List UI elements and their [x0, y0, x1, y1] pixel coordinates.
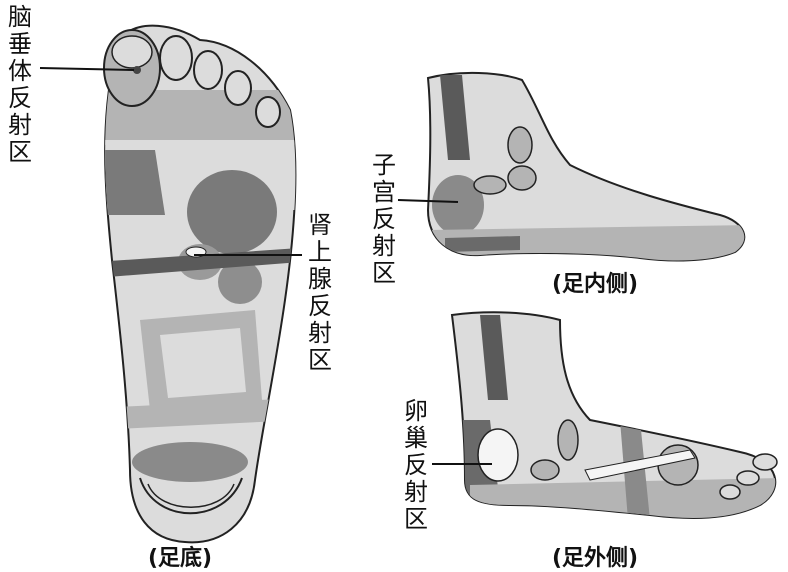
inner-bone-3	[474, 176, 506, 194]
outer-toe-2	[737, 471, 759, 485]
big-toe-tip	[112, 36, 152, 68]
caption-outer: (足外侧)	[552, 540, 638, 572]
inner-bone-2	[508, 166, 536, 190]
intestine-inner	[160, 328, 246, 398]
toe-4	[225, 71, 251, 105]
ovary-zone	[478, 429, 518, 481]
inner-foot	[428, 73, 750, 265]
label-uterus: 子宫反射区	[370, 152, 398, 287]
label-ovary: 卵巢反射区	[402, 398, 430, 533]
outer-bone-2	[531, 460, 559, 480]
kidney-zone	[187, 170, 277, 254]
inner-bone-1	[508, 127, 532, 163]
toe-3	[194, 51, 222, 89]
caption-sole: (足底)	[148, 540, 212, 572]
toe-2	[160, 36, 192, 80]
outer-toe-3	[720, 485, 740, 499]
label-adrenal: 肾上腺反射区	[306, 212, 334, 374]
outer-bone-1	[558, 420, 578, 460]
label-pituitary: 脑垂体反射区	[6, 4, 34, 166]
toe-5	[256, 97, 280, 127]
outer-foot	[452, 312, 780, 520]
sole-foot	[95, 26, 305, 543]
pituitary-point	[133, 66, 141, 74]
outer-toe-1	[753, 454, 777, 470]
inner-sole-dark	[445, 236, 520, 252]
heel-zone	[132, 442, 248, 482]
caption-inner: (足内侧)	[552, 266, 638, 298]
